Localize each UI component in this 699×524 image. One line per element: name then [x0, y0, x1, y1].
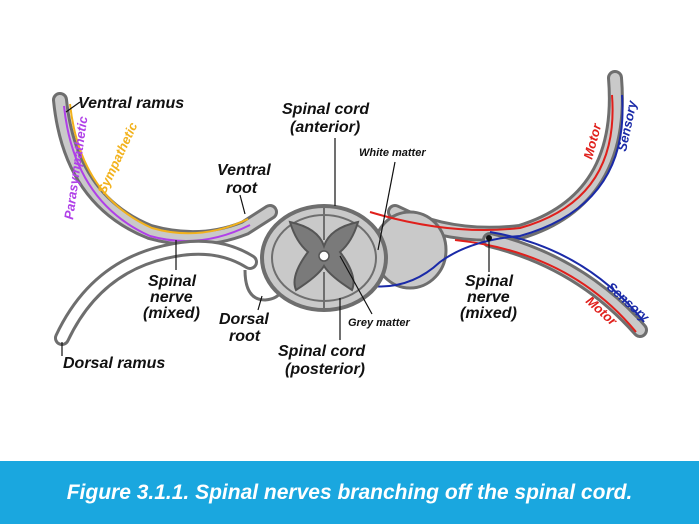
label-spinal-cord-posterior-line2: (posterior) — [285, 361, 365, 378]
left-nerve-structures — [52, 92, 284, 346]
label-dorsal-root-line1: Dorsal — [219, 311, 269, 328]
leader-lines — [61, 101, 490, 356]
label-spinal-cord-anterior-line2: (anterior) — [290, 119, 360, 136]
label-ventral-ramus: Ventral ramus — [78, 95, 184, 112]
sensory-fiber-lower — [489, 231, 645, 323]
label-spinal-nerve-left-line2: nerve — [150, 289, 193, 306]
label-spinal-cord-posterior-line1: Spinal cord — [278, 343, 366, 360]
parasympathetic-fiber — [63, 105, 251, 243]
label-spinal-nerve-right-line1: Spinal — [465, 273, 514, 290]
label-spinal-nerve-left-line1: Spinal — [148, 273, 197, 290]
central-canal — [318, 250, 330, 262]
label-white-matter: White matter — [359, 147, 426, 159]
label-dorsal-root-line2: root — [229, 328, 261, 345]
right-nerve-structures — [369, 70, 648, 338]
junction-dot — [486, 235, 492, 241]
label-ventral-root-line1: Ventral — [217, 162, 271, 179]
label-spinal-nerve-right-line2: nerve — [467, 289, 510, 306]
figure-caption: Figure 3.1.1. Spinal nerves branching of… — [0, 461, 699, 524]
label-ventral-root-line2: root — [226, 180, 258, 197]
motor-fiber-upper — [369, 94, 614, 231]
label-spinal-cord-anterior-line1: Spinal cord — [282, 101, 370, 118]
label-grey-matter: Grey matter — [348, 317, 410, 329]
sensory-fiber-upper — [369, 94, 624, 288]
label-dorsal-ramus: Dorsal ramus — [63, 355, 165, 372]
spinal-nerve-diagram: Ventral ramus Parasympathetic Sympatheti… — [52, 70, 653, 378]
label-sympathetic: Sympathetic — [94, 119, 141, 196]
motor-fiber-lower — [454, 239, 637, 333]
sympathetic-fiber — [69, 103, 249, 235]
spinal-cord — [260, 204, 388, 312]
label-spinal-nerve-right-line3: (mixed) — [460, 305, 517, 322]
label-spinal-nerve-left-line3: (mixed) — [143, 305, 200, 322]
